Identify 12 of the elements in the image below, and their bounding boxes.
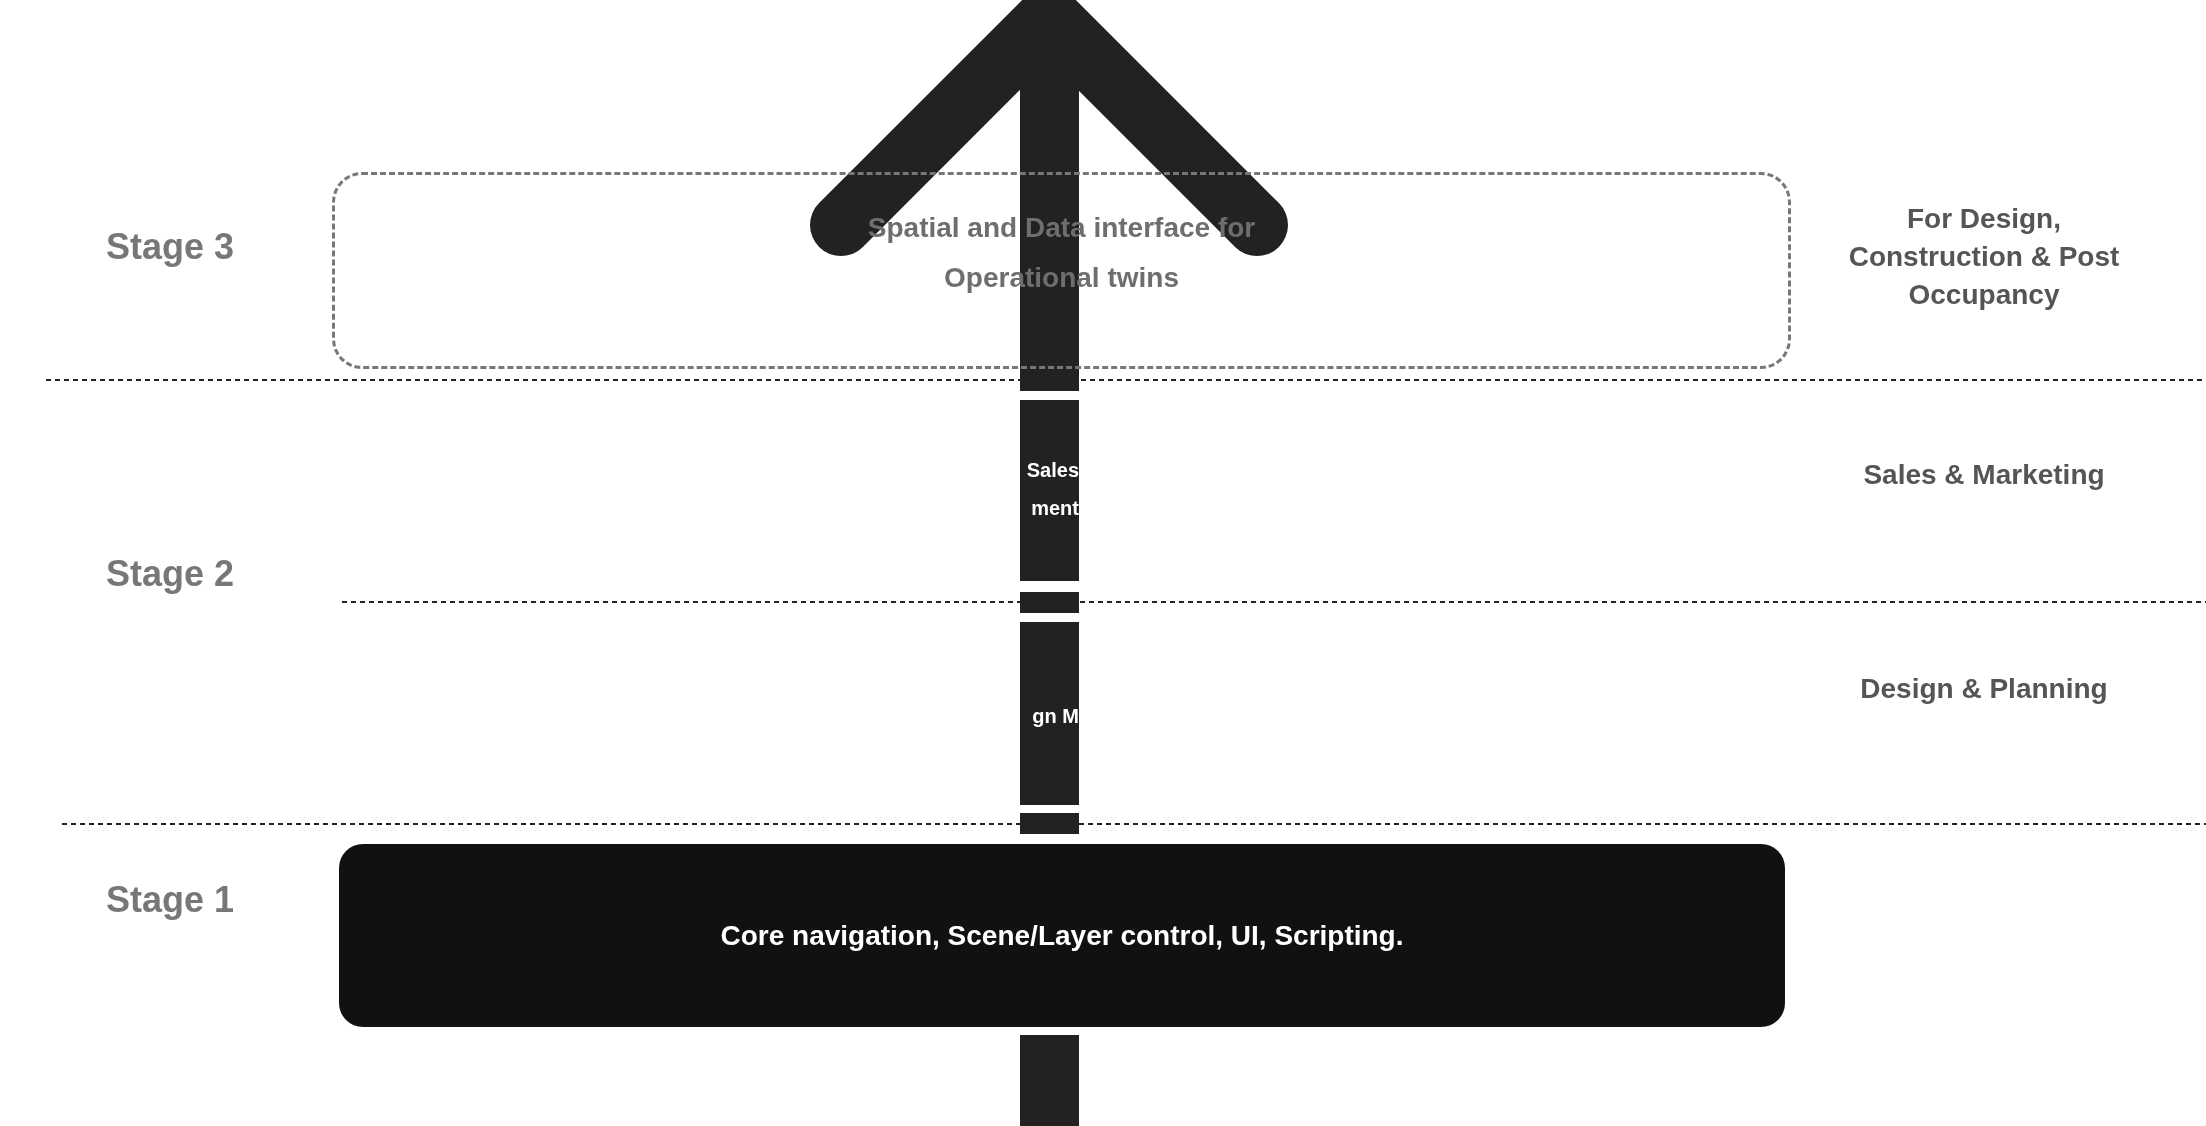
stage-label: Stage 2: [104, 552, 236, 596]
category-label: For Design, Construction & Post Occupancy: [1847, 202, 2121, 312]
dashed-stage-box: [332, 172, 1791, 369]
fragment-text: gn M: [1031, 704, 1079, 729]
stage-box: [339, 844, 1785, 1027]
stage-label: Stage 1: [104, 878, 236, 922]
box-text: Core navigation, Scene/Layer control, UI, Scripting.: [720, 918, 1404, 953]
fragment-text: Sales: [1025, 458, 1079, 483]
category-label: Design & Planning: [1859, 672, 2109, 706]
stage-label: Stage 3: [104, 225, 236, 269]
category-label: Sales & Marketing: [1862, 458, 2106, 492]
fragment-text: ment: [1030, 496, 1079, 521]
